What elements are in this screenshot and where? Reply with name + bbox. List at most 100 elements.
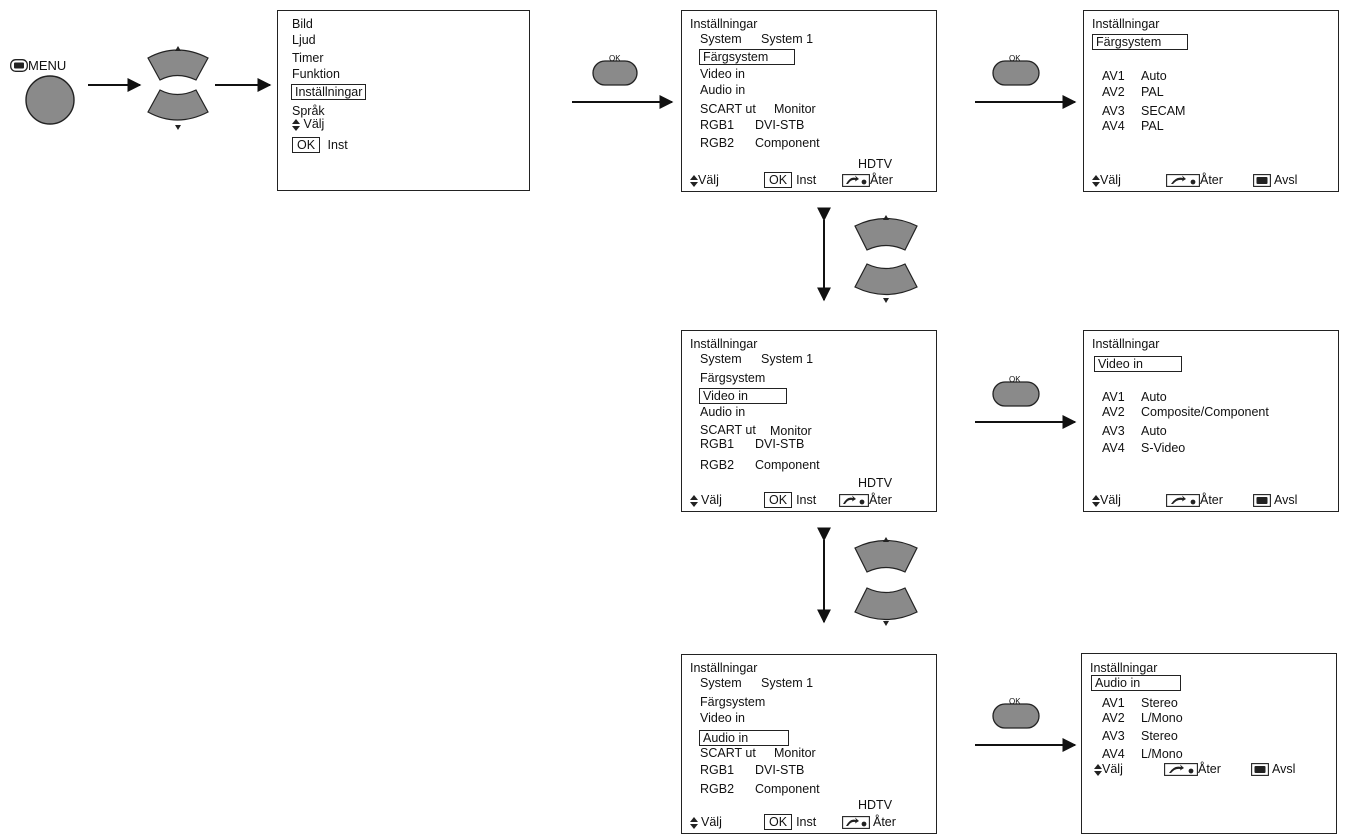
audio-in-header: Audio in: [1091, 675, 1182, 691]
nav-ok-label: Inst: [796, 815, 817, 829]
ok-key-label: OK: [764, 492, 793, 508]
nav-exit-hint: Avsl: [1253, 493, 1298, 508]
ok-button-label: OK: [1009, 375, 1021, 384]
settings-screen-color: Inställningar System System 1 Färgsystem…: [681, 10, 937, 192]
av4-label: AV4: [1102, 747, 1125, 761]
av4-value: S-Video: [1141, 441, 1186, 455]
av3-label: AV3: [1102, 424, 1125, 438]
color-system-screen: Inställningar Färgsystem AV1 Auto AV2 PA…: [1083, 10, 1339, 192]
ok-button: [992, 381, 1040, 407]
menu-key-icon: [10, 59, 28, 72]
cursor-down-button: [854, 587, 918, 621]
nav-select-hint: Välj: [1092, 173, 1121, 187]
color-system-item-selected: Färgsystem: [699, 49, 796, 65]
color-system-item: Färgsystem: [700, 371, 766, 385]
nav-select-hint: Välj: [690, 173, 719, 187]
ok-button: [592, 60, 638, 86]
nav-select-label: Välj: [698, 173, 719, 187]
cursor-down-button: [854, 263, 918, 296]
rgb1-value: DVI-STB: [755, 763, 805, 777]
video-in-header: Video in: [1094, 356, 1182, 372]
av3-value: SECAM: [1141, 104, 1186, 118]
nav-select-hint: Välj: [292, 117, 324, 131]
nav-exit-hint: Avsl: [1251, 762, 1296, 777]
settings-title: Inställningar: [1092, 337, 1160, 351]
cursor-up-button: [854, 539, 918, 573]
nav-exit-label: Avsl: [1274, 493, 1298, 507]
video-in-item: Video in: [700, 711, 745, 725]
settings-title: Inställningar: [690, 337, 758, 351]
nav-exit-label: Avsl: [1272, 762, 1296, 776]
cursor-pad-updown: [854, 215, 918, 303]
cursor-up-button: [147, 49, 209, 81]
rgb1-label: RGB1: [700, 118, 735, 132]
ok-key-label: OK: [764, 172, 793, 188]
av1-label: AV1: [1102, 696, 1125, 710]
nav-back-hint: Åter: [839, 493, 892, 508]
settings-title: Inställningar: [690, 17, 758, 31]
menu-key-icon: [1253, 174, 1271, 188]
settings-screen-audio: Inställningar System System 1 Färgsystem…: [681, 654, 937, 834]
nav-select-label: Välj: [701, 815, 722, 829]
av4-value: L/Mono: [1141, 747, 1183, 761]
menu-item-installningar-selected: Inställningar: [291, 84, 367, 100]
up-down-icon: [1092, 174, 1100, 187]
menu-key-label: MENU: [28, 58, 67, 73]
menu-item-sprak: Språk: [292, 104, 325, 118]
system-label: System: [700, 32, 742, 46]
av2-value: Composite/Component: [1141, 405, 1269, 419]
rgb1-label: RGB1: [700, 437, 735, 451]
nav-select-hint: Välj: [1092, 493, 1121, 507]
nav-back-label: Åter: [870, 173, 893, 187]
rgb1-label: RGB1: [700, 763, 735, 777]
up-down-icon: [1092, 494, 1100, 507]
nav-back-label: Åter: [1200, 173, 1223, 187]
rgb2-value: Component: [755, 136, 820, 150]
main-menu-screen: Bild Ljud Timer Funktion Inställningar S…: [277, 10, 530, 191]
system-label: System: [700, 352, 742, 366]
menu-item-bild: Bild: [292, 17, 313, 31]
audio-in-screen: Inställningar Audio in AV1 Stereo AV2 L/…: [1081, 653, 1337, 834]
av1-label: AV1: [1102, 390, 1125, 404]
menu-item-timer: Timer: [292, 51, 324, 65]
nav-back-label: Åter: [1200, 493, 1223, 507]
return-key-icon: [1166, 494, 1200, 508]
av3-label: AV3: [1102, 729, 1125, 743]
menu-item-ljud: Ljud: [292, 33, 316, 47]
nav-back-hint: Åter: [1166, 493, 1223, 508]
ok-key-label: OK: [764, 814, 793, 830]
nav-select-label: Välj: [1100, 493, 1121, 507]
settings-screen-video: Inställningar System System 1 Färgsystem…: [681, 330, 937, 512]
av2-label: AV2: [1102, 405, 1125, 419]
menu-button[interactable]: [0, 0, 100, 140]
ok-button-label: OK: [1009, 697, 1021, 706]
up-down-icon: [292, 118, 300, 131]
nav-ok-label: Inst: [796, 493, 817, 507]
hdtv-label: HDTV: [858, 798, 893, 812]
rgb2-label: RGB2: [700, 458, 735, 472]
av1-value: Auto: [1141, 69, 1167, 83]
nav-select-hint: Välj: [690, 815, 722, 829]
cursor-pad-updown: [854, 537, 918, 626]
nav-select-label: Välj: [701, 493, 722, 507]
ok-button-label: OK: [609, 54, 621, 63]
nav-ok-hint: OK Inst: [292, 137, 348, 153]
av2-value: PAL: [1141, 85, 1164, 99]
scart-label: SCART ut: [700, 102, 756, 116]
audio-in-item: Audio in: [700, 83, 746, 97]
av3-value: Stereo: [1141, 729, 1178, 743]
nav-back-label: Åter: [1198, 762, 1221, 776]
return-key-icon: [842, 816, 870, 830]
nav-back-hint: Åter: [1164, 762, 1221, 777]
nav-back-label: Åter: [873, 815, 896, 829]
cursor-pad-updown: [147, 46, 209, 130]
menu-item-funktion: Funktion: [292, 67, 340, 81]
av3-value: Auto: [1141, 424, 1167, 438]
nav-back-label: Åter: [869, 493, 892, 507]
video-in-item: Video in: [700, 67, 745, 81]
return-key-icon: [839, 494, 869, 508]
